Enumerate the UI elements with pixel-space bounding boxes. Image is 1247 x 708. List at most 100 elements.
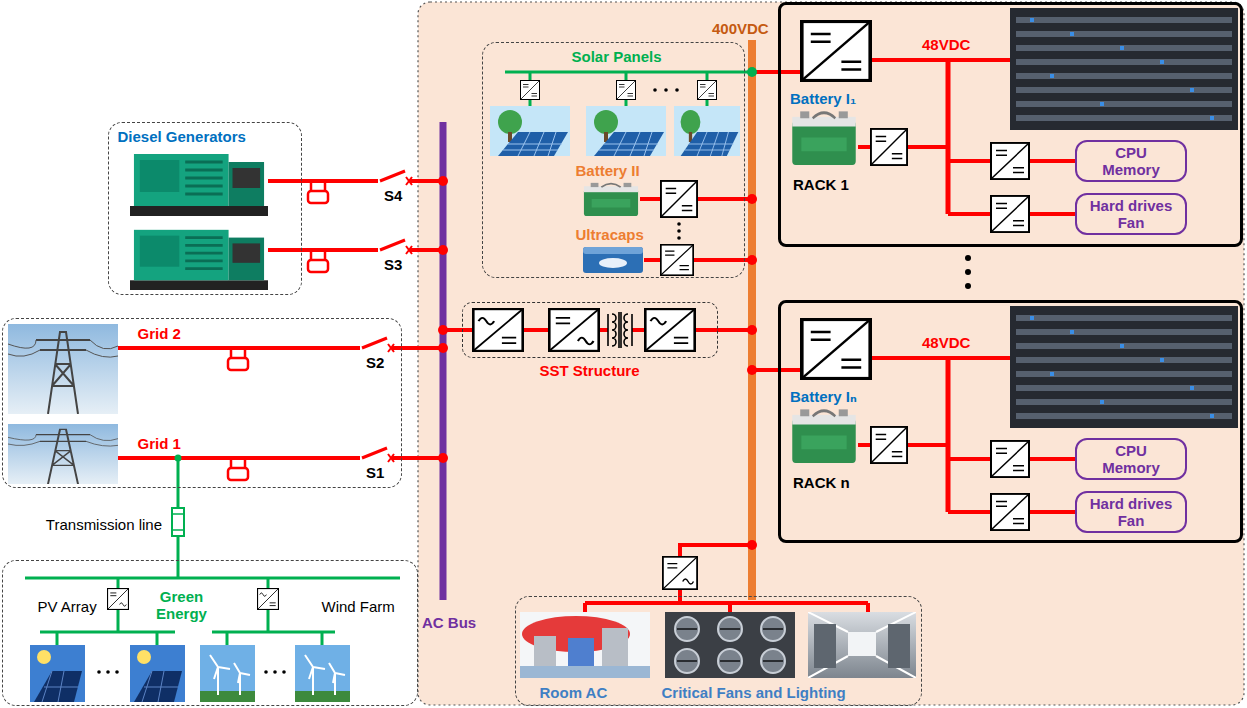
drawing-part [388, 344, 394, 352]
converter-chain: SST Structure [462, 302, 718, 358]
battery-label: Battery I₁ [790, 90, 856, 107]
converter-symbol [473, 309, 522, 351]
drawing-part [175, 455, 182, 462]
wind-turbine-picture [200, 645, 255, 702]
drawing-part [282, 670, 286, 674]
drawing-part [677, 229, 681, 233]
converter-symbol [991, 494, 1029, 530]
rack-box: 48VDCBattery IₙRACK nCPU MemoryHard driv… [778, 300, 1243, 543]
source-name: Wind Farm [322, 598, 395, 615]
load-box: Hard drives Fan [1075, 491, 1187, 533]
drawing-part [747, 365, 757, 375]
power-line [302, 181, 462, 330]
converters [108, 22, 1029, 610]
drawing-part [388, 454, 394, 462]
drawing-part [438, 176, 448, 186]
drawing-part [406, 177, 412, 185]
drawing-part [406, 246, 412, 254]
diesel-generator [130, 154, 268, 216]
ac-bus [440, 122, 447, 600]
drawing-part [273, 670, 277, 674]
converter-symbol [802, 320, 870, 379]
drawing-part [97, 670, 101, 674]
lighting-picture [808, 612, 916, 678]
storage-label: Battery II [576, 162, 640, 179]
pictures [8, 8, 1238, 702]
switch-label: S1 [366, 464, 384, 481]
drawing-part [308, 191, 328, 203]
drawing-part [653, 88, 657, 92]
group-box: PV ArrayGreen EnergyWind Farm [2, 560, 418, 706]
battery-picture [792, 409, 855, 463]
grid-pylon [8, 424, 118, 484]
battery-picture [792, 111, 855, 165]
edge-label: Transmission line [44, 516, 164, 533]
rack-wire [778, 358, 1075, 512]
converter-symbol [991, 196, 1029, 232]
server-picture [1010, 8, 1238, 130]
drawing-part [172, 514, 184, 530]
drawing-part [747, 540, 757, 550]
switch-label: S3 [384, 256, 402, 273]
group-title: Diesel Generators [118, 128, 246, 145]
datacenter-region [418, 2, 1244, 705]
solar-panel-picture [490, 106, 570, 156]
dc-bus [748, 40, 756, 600]
converter-symbol [871, 427, 907, 463]
drawing-part [438, 453, 448, 463]
group-title: Solar Panels [572, 48, 662, 65]
converter-symbol [661, 245, 693, 275]
transformer-coil [608, 312, 632, 348]
group-title: Green Energy [152, 588, 212, 622]
drawing-part [675, 88, 679, 92]
solar-panel-picture [586, 106, 666, 156]
load-box: CPU Memory [1075, 140, 1187, 182]
drawing-part [438, 343, 448, 353]
load-name: Hard drives Fan [1085, 197, 1177, 231]
rack-box: 48VDCBattery I₁RACK 1CPU MemoryHard driv… [778, 2, 1243, 247]
drawing-part [311, 181, 325, 191]
battery-label: Battery Iₙ [790, 388, 857, 405]
converter-symbol [871, 129, 907, 165]
converter-symbol [663, 557, 697, 589]
load-box: Hard drives Fan [1075, 193, 1187, 235]
load-name: CPU Memory [1091, 442, 1171, 476]
drawing-part [115, 670, 119, 674]
drawing-part [228, 468, 248, 480]
drawing-part [965, 283, 971, 289]
rack-label: RACK 1 [793, 176, 849, 193]
converter-symbol [617, 81, 636, 100]
drawing-part [438, 245, 448, 255]
drawing-part [308, 260, 328, 272]
room-ac-picture [520, 612, 650, 678]
pv-array-picture [130, 645, 185, 702]
bus-voltage: 400VDC [712, 20, 769, 37]
converter-symbol [258, 589, 279, 610]
converter-symbol [521, 81, 540, 100]
server-picture [1010, 306, 1238, 428]
ultracap-picture [583, 247, 643, 273]
group-box: Solar PanelsBattery IIUltracaps [482, 42, 745, 278]
load-name: Room AC [540, 684, 608, 701]
solar-panel-picture [674, 106, 740, 156]
load-name: Critical Fans and Lighting [662, 684, 846, 701]
bus-voltage: 48VDC [922, 334, 970, 351]
drawing-part [380, 240, 405, 250]
group-title: SST Structure [540, 362, 640, 379]
converter-symbol [991, 143, 1029, 179]
drawing-part [747, 255, 757, 265]
switch-symbols [360, 171, 412, 462]
battery-picture [584, 183, 638, 216]
converter-symbol [661, 181, 697, 217]
load-box: CPU Memory [1075, 438, 1187, 480]
group-box: Room AC Critical Fans and Lighting [515, 596, 922, 706]
drawing-part [228, 358, 248, 370]
drawing-part [231, 348, 245, 358]
drawing-part [965, 255, 971, 261]
ellipsis-dots [97, 88, 971, 674]
converter-symbol [802, 22, 870, 81]
drawing-part [380, 171, 405, 181]
bus-dots [175, 67, 758, 550]
pv-array-picture [30, 645, 85, 702]
